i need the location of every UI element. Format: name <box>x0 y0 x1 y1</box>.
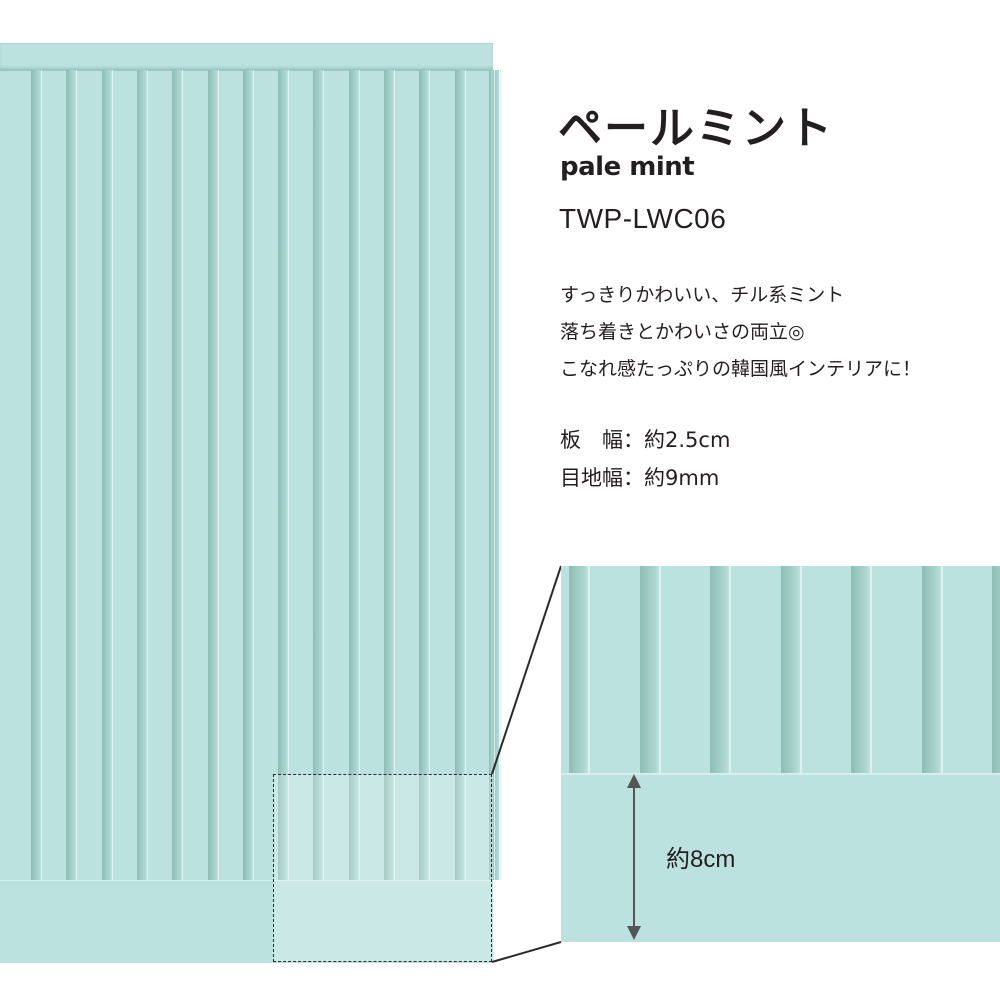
detail-groove <box>710 566 731 773</box>
baseboard-height-label: 約8cm <box>666 846 736 873</box>
spec-joint-width: 目地幅：約9mm <box>560 466 720 490</box>
groove <box>384 70 395 880</box>
product-description: すっきりかわいい、チル系ミント 落ち着きとかわいさの両立◎ こなれ感たっぷりの韓… <box>560 277 921 388</box>
product-name-en: pale mint <box>560 152 695 182</box>
top-rail <box>0 43 493 71</box>
detail-groove <box>569 566 590 773</box>
groove <box>31 70 42 880</box>
product-code: TWP-LWC06 <box>559 203 727 234</box>
groove <box>419 70 431 880</box>
product-name-jp: ペールミント <box>558 103 834 154</box>
detail-groove <box>921 566 943 773</box>
detail-groove <box>992 566 1000 773</box>
groove <box>136 70 148 880</box>
groove <box>172 70 184 880</box>
groove <box>207 70 219 880</box>
baseboard <box>0 880 493 963</box>
product-specs: 板 幅：約2.5cm 目地幅：約9mm <box>560 421 730 497</box>
description-line: 落ち着きとかわいさの両立◎ <box>560 321 805 343</box>
groove <box>454 70 466 880</box>
zoom-selection-box <box>273 774 492 962</box>
groove <box>348 70 360 880</box>
groove <box>101 70 113 880</box>
zoomed-detail-view: 約8cm <box>561 566 1000 942</box>
height-arrow-icon <box>627 774 641 940</box>
wall-panel-illustration <box>0 43 501 963</box>
groove <box>66 70 78 880</box>
detail-groove <box>851 566 872 773</box>
description-line: こなれ感たっぷりの韓国風インテリアに！ <box>560 358 922 380</box>
groove <box>489 70 495 880</box>
groove <box>278 70 290 880</box>
groove <box>313 70 325 880</box>
description-line: すっきりかわいい、チル系ミント <box>560 284 845 306</box>
detail-groove <box>639 566 661 773</box>
groove <box>242 70 254 880</box>
detail-groove <box>780 566 802 773</box>
spec-board-width: 板 幅：約2.5cm <box>560 428 731 452</box>
